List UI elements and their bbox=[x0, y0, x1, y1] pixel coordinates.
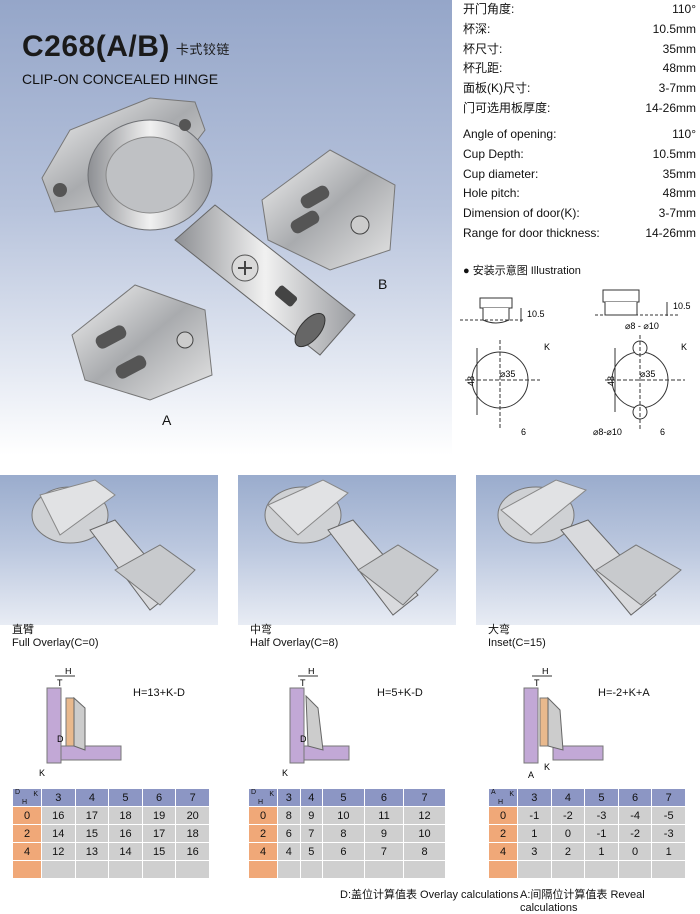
model-title: C268(A/B)卡式铰链 bbox=[22, 30, 230, 63]
diag-k: K bbox=[39, 768, 45, 778]
spec-row: 门可选用板厚度:14-26mm bbox=[463, 100, 696, 115]
half-overlay-panel bbox=[238, 475, 456, 625]
inset-hinge-image bbox=[497, 479, 682, 616]
pitch-a: 48 bbox=[466, 376, 476, 386]
diag-t: T bbox=[534, 678, 540, 688]
inset-panel bbox=[476, 475, 700, 625]
spec-row: Cup Depth:10.5mm bbox=[463, 146, 696, 161]
spec-row: 杯尺寸:35mm bbox=[463, 41, 696, 56]
hero-panel: C268(A/B)卡式铰链 CLIP-ON CONCEALED HINGE bbox=[0, 0, 452, 455]
pitch-b: 48 bbox=[606, 376, 616, 386]
diag-t: T bbox=[57, 678, 63, 688]
reveal-footnote: A:间隔位计算值表 Reveal calculations bbox=[520, 889, 645, 914]
diag-a: A bbox=[528, 770, 534, 780]
spec-row: Range for door thickness:14-26mm bbox=[463, 225, 696, 240]
spec-row: 开门角度:110° bbox=[463, 2, 696, 16]
specs-cn: 开门角度:110° 杯深:10.5mm 杯尺寸:35mm 杯孔距:48mm 面板… bbox=[463, 0, 696, 119]
full-overlay-diagram: H T D K bbox=[39, 668, 122, 778]
diag-h: H bbox=[65, 668, 72, 676]
diag-t: T bbox=[300, 678, 306, 688]
diag-h: H bbox=[308, 668, 315, 676]
inset-diagram: H T A K bbox=[523, 668, 604, 780]
formula-full-overlay: H=13+K-D bbox=[133, 687, 185, 699]
overlay-footnote: D:盖位计算值表 Overlay calculations bbox=[340, 889, 519, 901]
half-overlay-diagram: H T D K bbox=[282, 668, 350, 778]
diag-k: K bbox=[282, 768, 288, 778]
hinge-product-image bbox=[41, 97, 396, 401]
spec-row: Cup diameter:35mm bbox=[463, 166, 696, 181]
offset-b: 6 bbox=[660, 427, 665, 437]
diag-h: H bbox=[542, 668, 549, 676]
spec-row: 杯深:10.5mm bbox=[463, 21, 696, 36]
offset-a: 6 bbox=[521, 427, 526, 437]
table-row bbox=[248, 860, 446, 879]
diameter-b: ⌀35 bbox=[640, 369, 655, 379]
product-subtitle: CLIP-ON CONCEALED HINGE bbox=[22, 71, 219, 87]
spec-row: Hole pitch:48mm bbox=[463, 186, 696, 201]
table-row bbox=[12, 860, 210, 879]
diag-k: K bbox=[544, 762, 550, 772]
spec-row: 面板(K)尺寸:3-7mm bbox=[463, 81, 696, 96]
formula-half-overlay: H=5+K-D bbox=[377, 687, 423, 699]
k-label-b: K bbox=[681, 342, 687, 352]
spec-row: 杯孔距:48mm bbox=[463, 61, 696, 76]
formula-inset: H=-2+K+A bbox=[598, 687, 650, 699]
k-label-a: K bbox=[544, 342, 550, 352]
specs-en: Angle of opening:110° Cup Depth:10.5mm C… bbox=[463, 125, 696, 244]
label-b: B bbox=[378, 276, 388, 292]
table-row bbox=[488, 860, 686, 879]
diag-d: D bbox=[57, 734, 64, 744]
installation-illustration: 10.5 10.5 ⌀8 - ⌀10 ⌀35 48 K 6 ⌀35 48 K ⌀… bbox=[460, 289, 691, 437]
hole-b: ⌀8-⌀10 bbox=[593, 427, 622, 437]
full-overlay-panel bbox=[0, 475, 218, 625]
full-overlay-hinge-image bbox=[31, 479, 196, 611]
diameter-a: ⌀35 bbox=[500, 369, 515, 379]
model-title-cn: 卡式铰链 bbox=[175, 41, 230, 57]
cup-b-hole: ⌀8 - ⌀10 bbox=[625, 321, 659, 331]
cup-depth-a: 10.5 bbox=[527, 309, 545, 319]
label-a: A bbox=[162, 412, 172, 428]
cup-depth-b: 10.5 bbox=[673, 301, 691, 311]
table-row: 0-1-2-3-4-5 bbox=[488, 806, 686, 825]
spec-row: Angle of opening:110° bbox=[463, 127, 696, 141]
spec-row: Dimension of door(K):3-7mm bbox=[463, 206, 696, 221]
illustration-title: ● 安装示意图 Illustration bbox=[463, 265, 581, 277]
half-overlay-hinge-image bbox=[264, 479, 439, 616]
diag-d: D bbox=[300, 734, 307, 744]
